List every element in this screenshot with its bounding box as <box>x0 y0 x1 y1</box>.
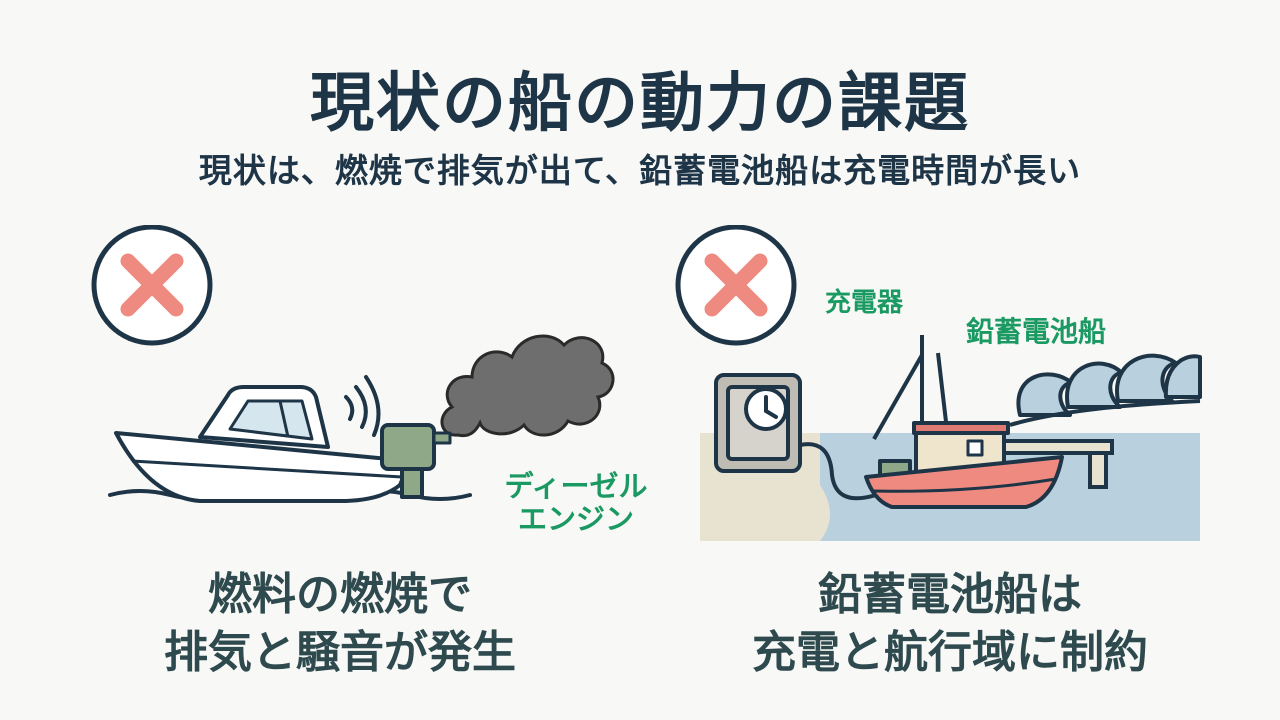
right-caption-line1: 鉛蓄電池船は <box>818 569 1082 620</box>
noise-icon <box>344 375 381 437</box>
cross-mark-icon <box>675 225 797 346</box>
right-caption-line2: 充電と航行域に制約 <box>752 627 1148 679</box>
motor-boat <box>114 385 412 503</box>
diesel-boat-illustration <box>91 225 615 503</box>
left-caption-line2: 排気と騒音が発生 <box>164 627 516 679</box>
page-title: 現状の船の動力の課題 <box>310 67 970 141</box>
diesel-engine-label-line1: ディーゼル <box>504 469 648 503</box>
left-caption-line1: 燃料の燃焼で <box>208 569 472 620</box>
waves <box>1009 353 1202 427</box>
cross-mark-icon <box>91 225 213 346</box>
boat-label: 鉛蓄電池船 <box>965 315 1106 348</box>
charger-label: 充電器 <box>824 288 903 318</box>
outboard-engine <box>380 423 452 499</box>
pier <box>998 439 1114 489</box>
charger <box>714 373 802 473</box>
exhaust-smoke <box>440 334 615 438</box>
right-caption: 鉛蓄電池船は 充電と航行域に制約 <box>700 566 1200 682</box>
lead-acid-boat-illustration <box>675 225 1202 541</box>
charging-cable <box>799 442 877 501</box>
left-caption: 燃料の燃焼で 排気と騒音が発生 <box>110 566 570 682</box>
diesel-engine-label: ディーゼル エンジン <box>488 469 664 537</box>
lead-acid-boat <box>864 421 1064 509</box>
diesel-engine-label-line2: エンジン <box>517 502 634 537</box>
page-subtitle: 現状は、燃焼で排気が出て、鉛蓄電池船は充電時間が長い <box>198 151 1082 190</box>
